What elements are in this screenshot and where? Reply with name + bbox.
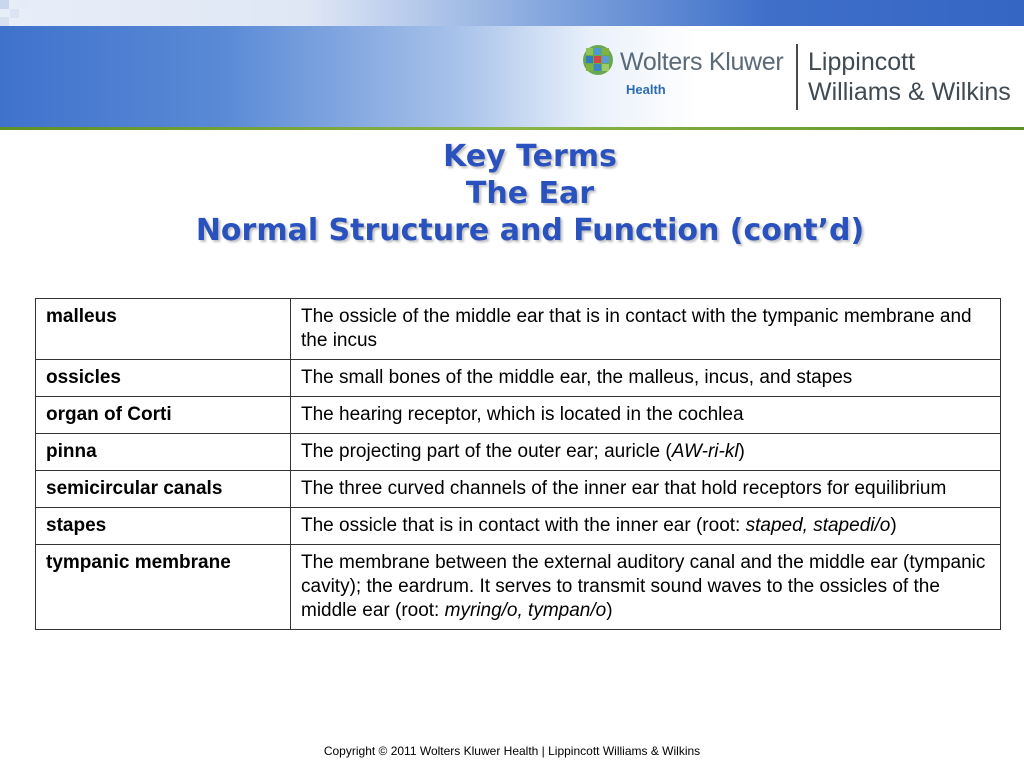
definition-cell: The projecting part of the outer ear; au… <box>290 433 1001 471</box>
table-row: ossicles The small bones of the middle ea… <box>35 359 1001 397</box>
partner-name-line1: Lippincott <box>808 48 916 76</box>
definition-cell: The hearing receptor, which is located i… <box>290 396 1001 434</box>
definition-text: The ossicle that is in contact with the … <box>301 515 746 536</box>
term-cell: organ of Corti <box>35 396 291 434</box>
definition-italic-text: staped, stapedi/o <box>745 515 891 536</box>
definition-cell: The ossicle of the middle ear that is in… <box>290 298 1001 360</box>
definition-text: The hearing receptor, which is located i… <box>301 404 744 425</box>
logo-divider <box>796 44 798 110</box>
term-cell: tympanic membrane <box>35 544 291 630</box>
slide-title: Key Terms The Ear Normal Structure and F… <box>0 138 1024 249</box>
table-row: organ of Corti The hearing receptor, whic… <box>35 396 1001 434</box>
wk-globe-icon <box>583 45 613 75</box>
term-cell: ossicles <box>35 359 291 397</box>
definition-text: The membrane between the external audito… <box>301 552 986 621</box>
title-line-2: The Ear <box>465 176 595 211</box>
table-row: stapes The ossicle that is in contact wit… <box>35 507 1001 545</box>
definition-text: ) <box>890 515 897 536</box>
partner-name-line2: Williams & Wilkins <box>808 78 1011 106</box>
publisher-logo: Wolters Kluwer Health Lippincott William… <box>580 40 1020 116</box>
definition-cell: The membrane between the external audito… <box>290 544 1001 630</box>
definition-italic-text: AW-ri-kl <box>671 441 739 462</box>
decorative-squares <box>0 0 60 26</box>
header-divider-line <box>0 127 1024 130</box>
table-row: semicircular canals The three curved chan… <box>35 470 1001 508</box>
title-line-1: Key Terms <box>443 139 617 174</box>
table-row: pinna The projecting part of the outer ea… <box>35 433 1001 471</box>
term-cell: pinna <box>35 433 291 471</box>
copyright-footer: Copyright © 2011 Wolters Kluwer Health |… <box>323 744 701 758</box>
definition-cell: The three curved channels of the inner e… <box>290 470 1001 508</box>
brand-name: Wolters Kluwer <box>620 48 784 76</box>
definition-text: The three curved channels of the inner e… <box>301 478 947 499</box>
definition-text: The small bones of the middle ear, the m… <box>301 367 853 388</box>
definition-cell: The ossicle that is in contact with the … <box>290 507 1001 545</box>
title-line-3: Normal Structure and Function (cont’d) <box>195 213 865 248</box>
definition-text: ) <box>738 441 745 462</box>
term-cell: malleus <box>35 298 291 360</box>
brand-subtitle: Health <box>626 82 666 97</box>
definition-italic-text: myring/o, tympan/o <box>444 600 607 621</box>
term-cell: stapes <box>35 507 291 545</box>
definition-cell: The small bones of the middle ear, the m… <box>290 359 1001 397</box>
definition-text: The ossicle of the middle ear that is in… <box>301 306 972 351</box>
header-top-bar <box>0 0 1024 26</box>
definition-text: ) <box>606 600 613 621</box>
definition-text: The projecting part of the outer ear; au… <box>301 441 672 462</box>
term-cell: semicircular canals <box>35 470 291 508</box>
